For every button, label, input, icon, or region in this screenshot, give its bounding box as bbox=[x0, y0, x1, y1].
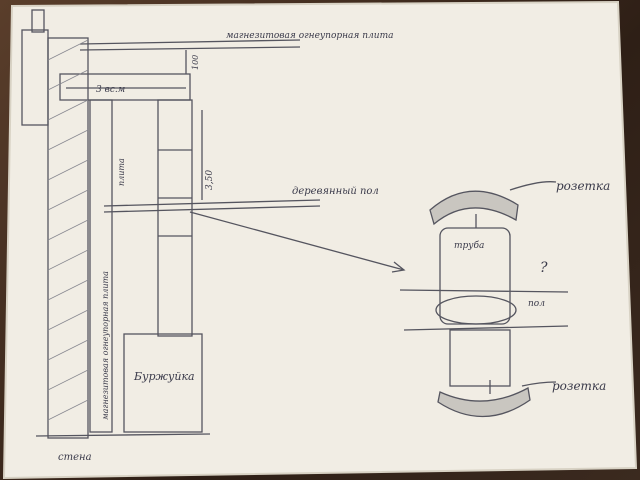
label-rosette-bottom: розетка bbox=[552, 379, 606, 393]
bottom-rosette bbox=[437, 386, 531, 418]
top-rosette bbox=[429, 190, 519, 226]
label-dim-mid: 3,50 bbox=[205, 170, 215, 190]
chimney-drawing bbox=[21, 9, 406, 439]
wall-hatch bbox=[47, 39, 89, 421]
label-wall: стена bbox=[58, 452, 92, 463]
label-pipe: труба bbox=[454, 240, 484, 251]
floor-detail-bottom bbox=[403, 325, 569, 331]
label-floor: деревянный пол bbox=[292, 186, 379, 197]
floor-detail-top bbox=[399, 289, 569, 293]
wall bbox=[47, 37, 89, 439]
label-top-plate: магнезитовая огнеупорная плита bbox=[226, 31, 393, 41]
label-dim-width: 3 вс.м bbox=[96, 85, 125, 95]
pipe-cap bbox=[31, 9, 45, 33]
detail-arrow bbox=[189, 211, 405, 271]
detail-drawing bbox=[399, 181, 569, 418]
label-question: ? bbox=[540, 260, 548, 276]
label-side-plate: плита bbox=[117, 158, 126, 186]
pipe-lower bbox=[449, 329, 511, 387]
horizontal-elbow bbox=[59, 73, 191, 101]
label-rosette-top: розетка bbox=[556, 179, 610, 193]
label-dim-top: 100 bbox=[191, 55, 200, 70]
vertical-pipe bbox=[157, 99, 193, 337]
label-vertical-plate: магнезитовая огнеупорная плита bbox=[101, 271, 110, 420]
stove bbox=[123, 333, 203, 433]
paper-sheet bbox=[4, 2, 636, 478]
label-stove: Буржуйка bbox=[133, 370, 195, 383]
floor-line bbox=[103, 199, 321, 207]
vertical-plate bbox=[89, 99, 113, 433]
label-floor-right: пол bbox=[528, 299, 545, 309]
